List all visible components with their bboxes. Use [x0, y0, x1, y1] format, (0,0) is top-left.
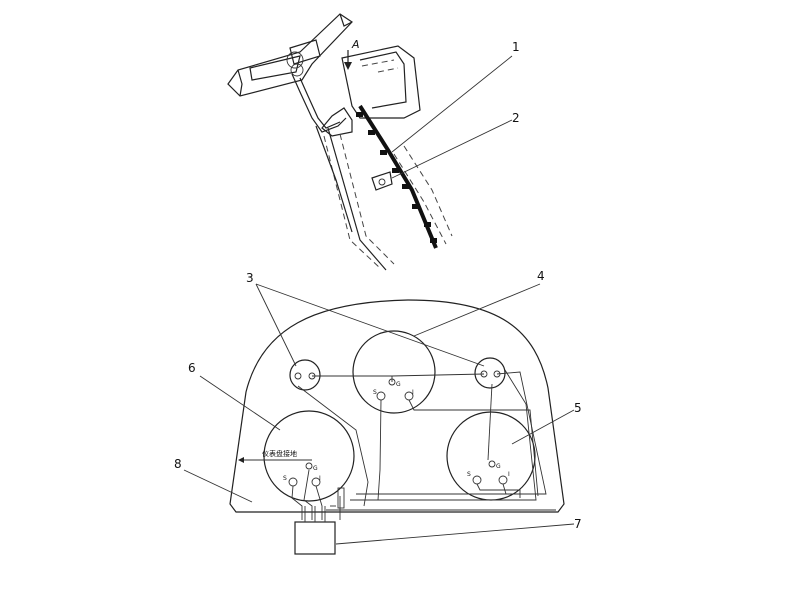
- leader-5: [511, 409, 575, 445]
- panel-wiring: [291, 369, 556, 520]
- callout-7: 7: [574, 517, 582, 531]
- terminal-label-g: G: [496, 463, 501, 470]
- leader-7: [335, 523, 575, 545]
- terminal-label-g: G: [396, 381, 401, 388]
- leader-4: [413, 283, 541, 337]
- panel-outline: [229, 299, 565, 513]
- terminal-label-s: S: [467, 471, 471, 478]
- leader-2: [391, 119, 513, 179]
- terminal-label-s: S: [283, 475, 287, 482]
- center-gauge: [352, 330, 436, 414]
- left-gauge-note: 仪表盘接地: [262, 449, 297, 458]
- leader-1: [391, 55, 513, 153]
- small-gauge-left: [289, 359, 321, 391]
- terminal-s: [288, 477, 298, 487]
- callout-8: 8: [174, 457, 182, 471]
- terminal: [294, 372, 302, 380]
- leader-8: [183, 469, 253, 503]
- terminal-label-s: S: [373, 389, 377, 396]
- terminal-label-i: I: [412, 389, 414, 396]
- terminal-label-g: G: [313, 465, 318, 472]
- fuse-holder: [337, 487, 345, 509]
- leader-6: [199, 375, 281, 431]
- terminal-label-i: I: [508, 471, 510, 478]
- column-housing: [321, 45, 421, 137]
- switch-bracket: [371, 171, 393, 191]
- column-shaft: [291, 73, 347, 133]
- callout-1: 1: [512, 40, 520, 54]
- callout-3: 3: [246, 271, 254, 285]
- callout-2: 2: [512, 111, 520, 125]
- right-gauge: [446, 411, 536, 501]
- terminal-s: [376, 391, 386, 401]
- instrument-panel-figure: G S I G S I 仪表盘接地 G S I: [174, 269, 582, 555]
- arrow-a-label: A: [351, 38, 360, 51]
- terminal-g: [305, 462, 313, 470]
- callout-6: 6: [188, 361, 196, 375]
- terminal-label-i: I: [319, 475, 321, 482]
- connector-block: [294, 506, 336, 555]
- leader-3a: [255, 283, 297, 367]
- leader-3b: [255, 283, 485, 367]
- steering-wheel: [227, 13, 353, 97]
- left-gauge: [263, 410, 355, 502]
- arrow-a: A: [344, 38, 360, 70]
- callout-4: 4: [537, 269, 545, 283]
- wiring-harness: [356, 104, 438, 249]
- small-gauge-right: [474, 357, 506, 389]
- steering-column-figure: A 1 2: [227, 13, 520, 271]
- callout-5: 5: [574, 401, 582, 415]
- terminal-i: [498, 475, 508, 485]
- terminal-s: [472, 475, 482, 485]
- terminal-g: [488, 460, 496, 468]
- column-tube: [315, 125, 453, 271]
